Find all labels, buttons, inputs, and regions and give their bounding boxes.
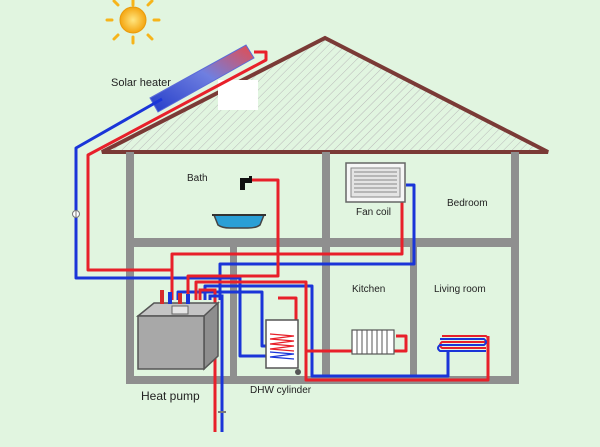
radiator-icon [351, 329, 395, 355]
bedroom-label: Bedroom [447, 198, 488, 209]
floor-heating-icon [437, 335, 489, 352]
heat-pump-icon [135, 290, 220, 371]
fan-coil-label: Fan coil [356, 207, 391, 218]
bath-label: Bath [187, 173, 208, 184]
kitchen-label: Kitchen [352, 284, 385, 295]
fan-coil-icon [345, 162, 406, 203]
faucet-icon [240, 176, 252, 190]
pump-icon [72, 210, 80, 218]
dhw-cylinder-icon [265, 319, 301, 375]
solar-heater-label: Solar heater [111, 77, 171, 89]
living-room-label: Living room [434, 284, 486, 295]
ground-loop [198, 288, 226, 432]
heat-pump-label: Heat pump [141, 389, 200, 403]
solar-panel-icon [149, 44, 258, 113]
sun-icon [105, 0, 161, 45]
dhw-cylinder-label: DHW cylinder [250, 385, 312, 396]
bathtub-icon [212, 214, 266, 229]
